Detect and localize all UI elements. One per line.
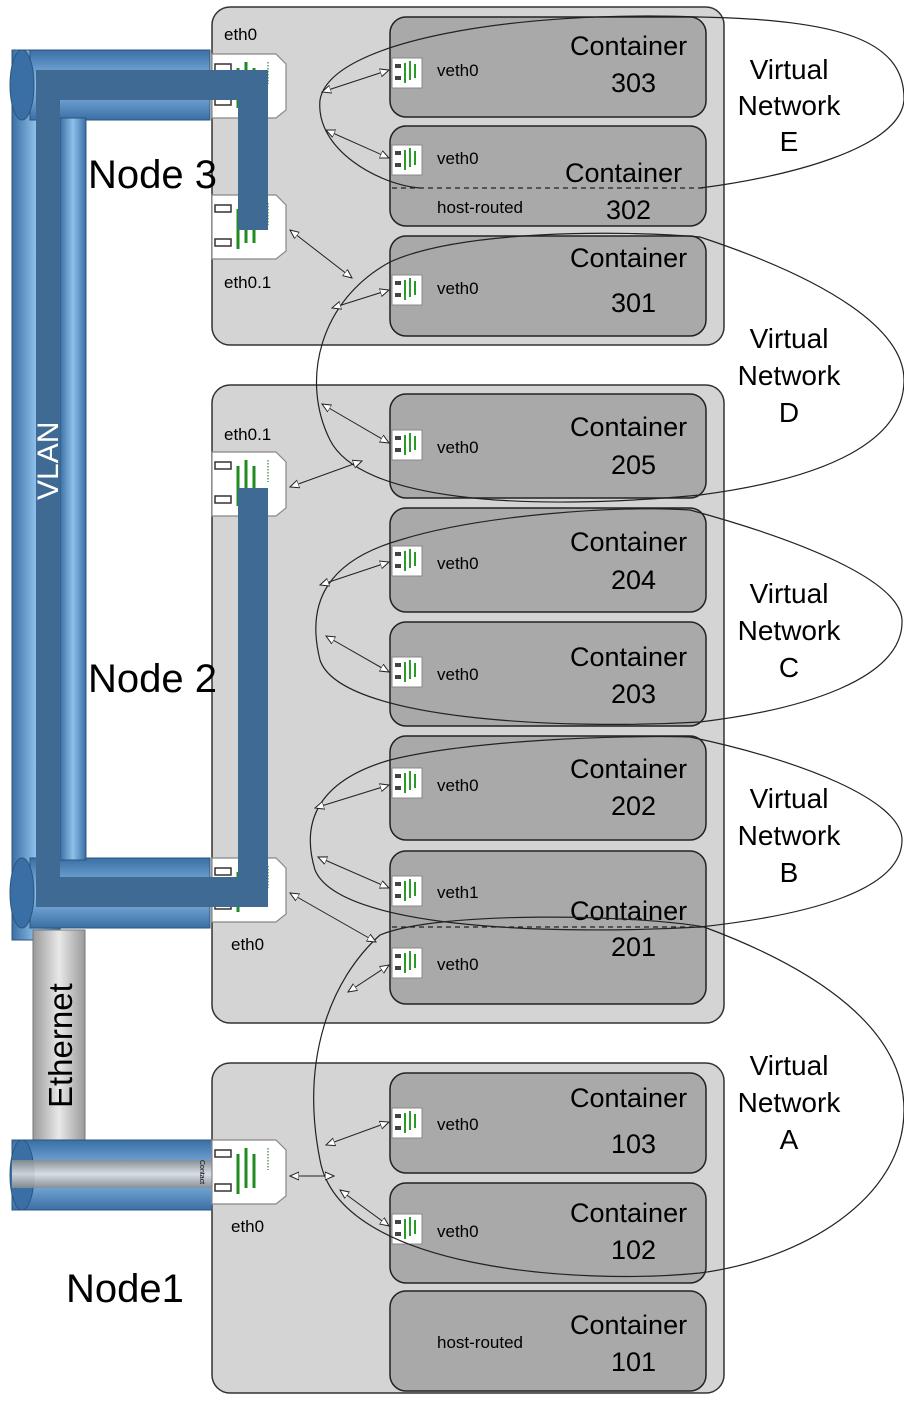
host-routed-label: host-routed: [437, 1333, 523, 1352]
n2-eth01-label: eth0.1: [224, 425, 271, 444]
container-302: veth0 Container 302 host-routed: [390, 126, 706, 226]
veth-icon: [392, 546, 422, 576]
n3-eth01-label: eth0.1: [224, 273, 271, 292]
vlan-overlay-n3: [238, 100, 268, 230]
container-title: Container: [570, 896, 687, 926]
ethernet-cable: [10, 930, 212, 1210]
container-title: Container: [570, 1198, 687, 1228]
container-number: 303: [611, 68, 656, 98]
n3-eth0-label: eth0: [224, 25, 257, 44]
veth-label: veth0: [437, 438, 479, 457]
container-title: Container: [565, 158, 682, 188]
ethernet-label: Ethernet: [42, 983, 79, 1108]
svg-text:Virtual: Virtual: [750, 1050, 829, 1081]
veth0-label: veth0: [437, 955, 479, 974]
container-203: veth0 Container 203: [390, 622, 706, 726]
container-number: 102: [611, 1235, 656, 1265]
svg-text:Network: Network: [738, 360, 842, 391]
vnet-a-label: Virtual Network A: [738, 1050, 842, 1155]
svg-text:Virtual: Virtual: [750, 54, 829, 85]
veth-icon: [392, 430, 422, 460]
svg-text:D: D: [779, 397, 799, 428]
veth-label: veth0: [437, 61, 479, 80]
svg-text:Network: Network: [738, 1087, 842, 1118]
container-number: 101: [611, 1347, 656, 1377]
n1-eth0-label: eth0: [231, 1217, 264, 1236]
veth-label: veth0: [437, 554, 479, 573]
veth-icon: [392, 1108, 422, 1138]
veth-icon: [392, 275, 422, 305]
container-number: 103: [611, 1129, 656, 1159]
svg-text:C: C: [779, 652, 799, 683]
container-204: veth0 Container 204: [390, 508, 706, 612]
container-number: 203: [611, 679, 656, 709]
container-202: veth0 Container 202: [390, 736, 706, 840]
container-title: Container: [570, 527, 687, 557]
node2-label: Node 2: [88, 657, 217, 701]
container-title: Container: [570, 243, 687, 273]
vnet-e-label: Virtual Network E: [738, 54, 842, 157]
container-201: veth1 Container 201 veth0: [390, 851, 706, 1004]
veth-label: veth0: [437, 665, 479, 684]
container-number: 201: [611, 932, 656, 962]
container-103: veth0 Container 103: [390, 1073, 706, 1173]
svg-text:E: E: [780, 126, 799, 157]
container-205: veth0 Container 205: [390, 394, 706, 498]
container-number: 204: [611, 565, 656, 595]
svg-text:A: A: [780, 1124, 799, 1155]
veth1-label: veth1: [437, 883, 479, 902]
container-title: Container: [570, 1083, 687, 1113]
container-title: Container: [570, 1310, 687, 1340]
container-title: Container: [570, 412, 687, 442]
svg-text:Network: Network: [738, 90, 842, 121]
container-title: Container: [570, 754, 687, 784]
container-number: 302: [606, 195, 651, 225]
veth-icon: [392, 657, 422, 687]
container-title: Container: [570, 31, 687, 61]
container-102: veth0 Container 102: [390, 1183, 706, 1283]
veth-label: veth0: [437, 279, 479, 298]
vnet-b-label: Virtual Network B: [738, 783, 842, 888]
svg-text:Network: Network: [738, 615, 842, 646]
svg-text:Virtual: Virtual: [750, 323, 829, 354]
n1-contact-label: Contact: [198, 1160, 205, 1184]
veth1-icon: [392, 876, 422, 906]
node3-label: Node 3: [88, 153, 217, 197]
veth-icon: [392, 58, 422, 88]
node1-label: Node1: [66, 1267, 184, 1311]
n2-eth0-label: eth0: [231, 935, 264, 954]
container-301: veth0 Container 301: [390, 236, 706, 336]
container-number: 301: [611, 288, 656, 318]
container-101: host-routed Container 101: [390, 1291, 706, 1391]
veth-label: veth0: [437, 149, 479, 168]
container-number: 205: [611, 450, 656, 480]
vnet-d-label: Virtual Network D: [738, 323, 842, 428]
svg-text:B: B: [780, 857, 799, 888]
vlan-overlay-n2: [238, 488, 268, 888]
veth-label: veth0: [437, 776, 479, 795]
vnet-c-label: Virtual Network C: [738, 578, 842, 683]
veth-icon: [392, 768, 422, 798]
veth0-icon: [392, 948, 422, 978]
container-number: 202: [611, 791, 656, 821]
container-title: Container: [570, 642, 687, 672]
container-303: veth0 Container 303: [390, 17, 706, 117]
vlan-label: VLAN: [32, 422, 65, 500]
veth-icon: [392, 145, 422, 175]
veth-label: veth0: [437, 1115, 479, 1134]
svg-text:Virtual: Virtual: [750, 783, 829, 814]
host-routed-label: host-routed: [437, 198, 523, 217]
veth-label: veth0: [437, 1222, 479, 1241]
svg-text:Network: Network: [738, 820, 842, 851]
svg-text:Virtual: Virtual: [750, 578, 829, 609]
n1-eth0-port: [212, 1140, 286, 1204]
